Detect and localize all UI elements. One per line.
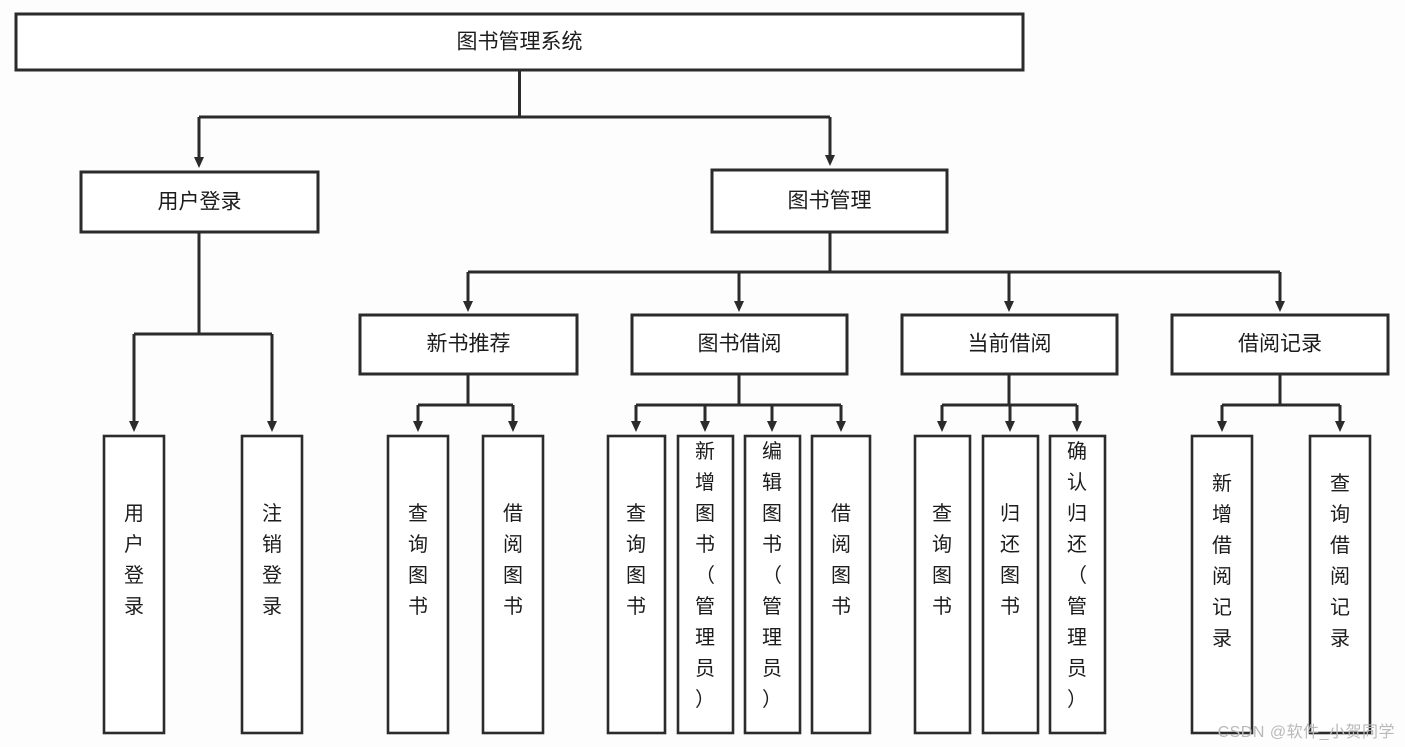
node-book-borrow-box[interactable] — [630, 313, 849, 376]
leaf-br-add-record[interactable]: 新增借阅记录 — [1190, 434, 1254, 735]
leaf-bb-add-book-label: 新增图书（管理员） — [695, 440, 715, 711]
leaf-cb-query-book-box[interactable] — [913, 434, 972, 735]
leaf-br-query-record-box[interactable] — [1308, 434, 1372, 735]
node-user-login-label: 用户登录 — [158, 191, 242, 214]
node-borrow-record[interactable]: 借阅记录 — [1170, 313, 1390, 376]
leaf-user-logout-box[interactable] — [240, 434, 304, 735]
leaf-nbr-query-book-box[interactable] — [386, 434, 450, 735]
leaf-cb-confirm-return[interactable]: 确认归还（管理员） — [1048, 434, 1107, 735]
leaf-bb-query-book-label: 查询图书 — [626, 502, 646, 618]
node-user-login[interactable]: 用户登录 — [79, 170, 320, 234]
node-current-borrow-label: 当前借阅 — [968, 333, 1052, 356]
node-root-box[interactable] — [14, 12, 1025, 72]
node-new-book-recommend[interactable]: 新书推荐 — [358, 313, 579, 376]
leaf-cb-confirm-return-box[interactable] — [1048, 434, 1107, 735]
leaf-br-query-record-label: 查询借阅记录 — [1330, 472, 1350, 650]
node-book-manage-box[interactable] — [710, 168, 949, 234]
leaf-nbr-borrow-book-label: 借阅图书 — [503, 502, 523, 618]
leaf-nbr-borrow-book-box[interactable] — [481, 434, 545, 735]
node-book-manage[interactable]: 图书管理 — [710, 168, 949, 234]
leaf-cb-return-book-label: 归还图书 — [1000, 502, 1020, 618]
leaf-bb-query-book-box[interactable] — [606, 434, 667, 735]
leaf-br-query-record[interactable]: 查询借阅记录 — [1308, 434, 1372, 735]
leaf-br-add-record-label: 新增借阅记录 — [1212, 472, 1232, 650]
node-book-manage-label: 图书管理 — [788, 190, 872, 213]
leaf-user-login[interactable]: 用户登录 — [102, 434, 166, 735]
node-current-borrow[interactable]: 当前借阅 — [900, 313, 1119, 376]
node-borrow-record-box[interactable] — [1170, 313, 1390, 376]
node-root[interactable]: 图书管理系统 — [14, 12, 1025, 72]
edge-layer — [129, 70, 1345, 432]
node-book-borrow-label: 图书借阅 — [698, 333, 782, 356]
leaf-cb-return-book-box[interactable] — [981, 434, 1040, 735]
leaf-user-logout[interactable]: 注销登录 — [240, 434, 304, 735]
leaf-cb-return-book[interactable]: 归还图书 — [981, 434, 1040, 735]
node-new-book-recommend-box[interactable] — [358, 313, 579, 376]
leaf-br-add-record-box[interactable] — [1190, 434, 1254, 735]
node-root-label: 图书管理系统 — [457, 31, 583, 54]
leaf-layer: 用户登录 注销登录 查询图书 借阅图书 查询图书 新增图书 — [102, 434, 1372, 735]
leaf-bb-add-book-box[interactable] — [676, 434, 735, 735]
node-new-book-recommend-label: 新书推荐 — [427, 333, 511, 356]
leaf-cb-query-book[interactable]: 查询图书 — [913, 434, 972, 735]
node-book-borrow[interactable]: 图书借阅 — [630, 313, 849, 376]
leaf-bb-edit-book-box[interactable] — [743, 434, 802, 735]
leaf-user-login-box[interactable] — [102, 434, 166, 735]
leaf-bb-add-book[interactable]: 新增图书（管理员） — [676, 434, 735, 735]
leaf-user-login-label: 用户登录 — [124, 503, 144, 618]
node-user-login-box[interactable] — [79, 170, 320, 234]
leaf-bb-query-book[interactable]: 查询图书 — [606, 434, 667, 735]
leaf-bb-borrow-book-label: 借阅图书 — [831, 502, 851, 618]
leaf-nbr-query-book-label: 查询图书 — [408, 502, 428, 618]
leaf-user-logout-label: 注销登录 — [262, 502, 282, 618]
leaf-cb-query-book-label: 查询图书 — [932, 502, 952, 618]
node-current-borrow-box[interactable] — [900, 313, 1119, 376]
leaf-nbr-query-book[interactable]: 查询图书 — [386, 434, 450, 735]
leaf-cb-confirm-return-label: 确认归还（管理员） — [1067, 440, 1087, 711]
leaf-nbr-borrow-book[interactable]: 借阅图书 — [481, 434, 545, 735]
leaf-bb-borrow-book-box[interactable] — [810, 434, 872, 735]
leaf-bb-borrow-book[interactable]: 借阅图书 — [810, 434, 872, 735]
leaf-bb-edit-book[interactable]: 编辑图书（管理员） — [743, 434, 802, 735]
leaf-bb-edit-book-label: 编辑图书（管理员） — [762, 440, 782, 711]
node-borrow-record-label: 借阅记录 — [1238, 333, 1322, 356]
csdn-watermark: CSDN @软件_小贺同学 — [1217, 724, 1395, 741]
